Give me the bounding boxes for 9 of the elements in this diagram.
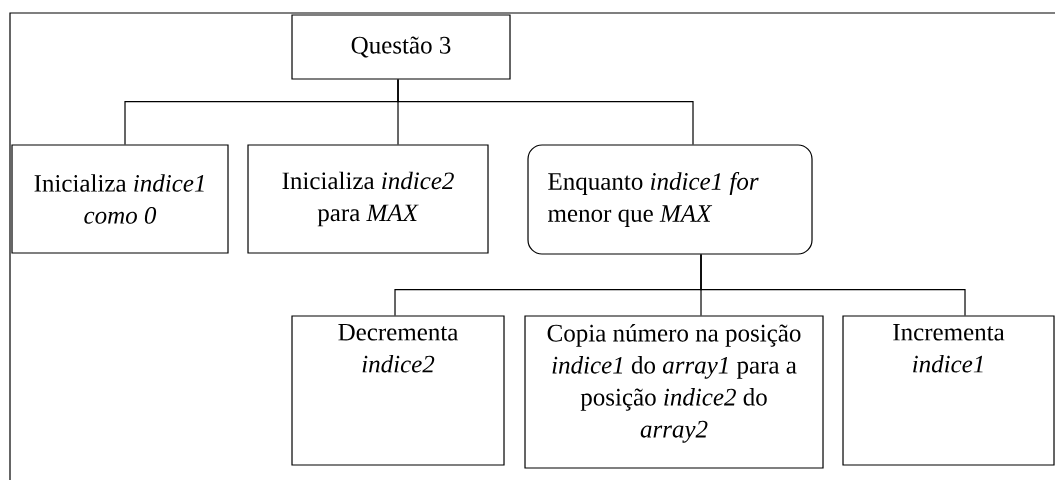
connector-line xyxy=(397,79,694,145)
process-box: Inicializa indice2 para MAX xyxy=(247,144,489,254)
process-box: Inicializa indice1 como 0 xyxy=(11,144,229,254)
process-box: Copia número na posição indice1 do array1 para a posição indice2 do array2 xyxy=(524,315,824,469)
process-box: Questão 3 xyxy=(291,14,511,80)
process-box: Decrementa indice2 xyxy=(291,315,505,466)
process-box: Incrementa indice1 xyxy=(842,315,1055,466)
connector-line xyxy=(700,254,966,316)
loop-box: Enquanto indice1 for menor que MAX xyxy=(527,144,813,255)
